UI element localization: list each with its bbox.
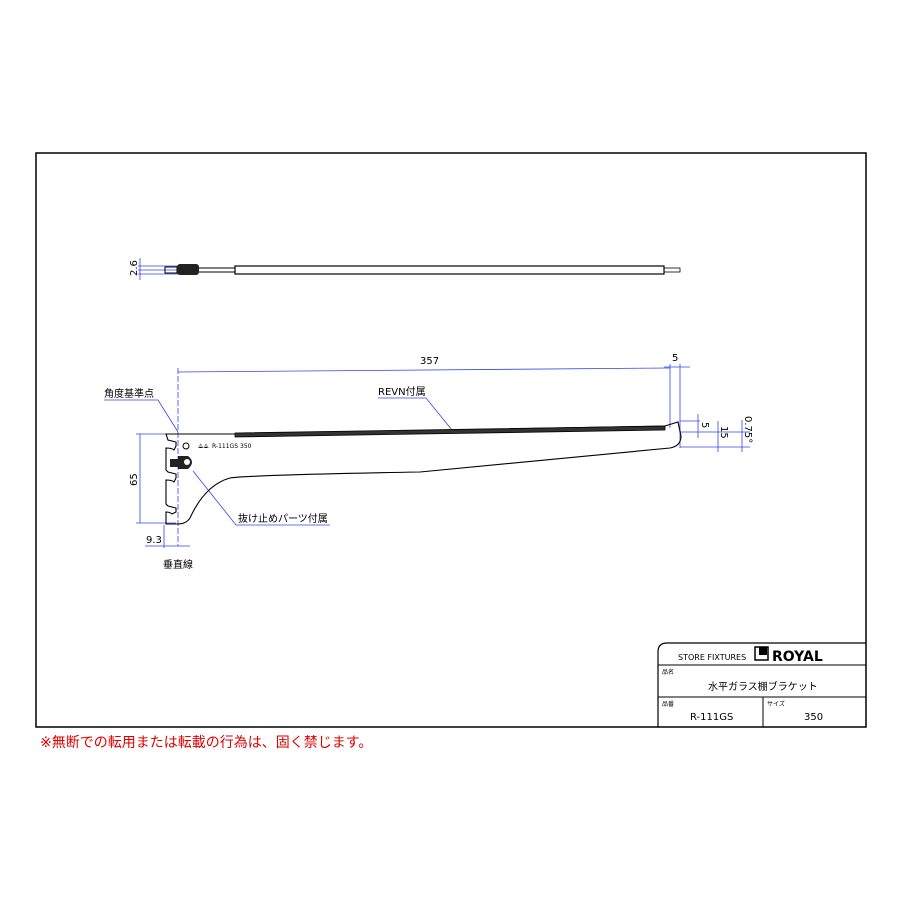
bracket-outline	[165, 421, 682, 525]
vertical-line-label: 垂直線	[163, 558, 193, 571]
part-label: 品番	[662, 701, 674, 708]
royal-logo-text: ROYAL	[772, 649, 823, 665]
revn-rail	[234, 425, 666, 438]
height-dim-label: 65	[129, 473, 140, 486]
stopper-label: 抜け止めパーツ付属	[238, 512, 328, 525]
thickness-dim-label: 2.6	[129, 260, 140, 276]
right-angle-dim: 0.75°	[742, 416, 753, 443]
tip-dim-label: 5	[672, 353, 678, 364]
company-label: STORE FIXTURES	[678, 653, 746, 662]
size-label: サイズ	[767, 700, 785, 708]
copyright-notice: ※無断での転用または転載の行為は、固く禁じます。	[40, 735, 373, 751]
offset-dim-label: 9.3	[146, 535, 162, 546]
stamp-logo: ⟁⟁	[198, 443, 209, 450]
right-dim-a: 5	[699, 422, 710, 428]
revn-label: REVN付属	[378, 385, 426, 398]
part-value: R-111GS	[690, 712, 733, 723]
stamp-size: 350	[240, 443, 252, 450]
drawing-frame	[35, 152, 867, 728]
bracket-top-view	[234, 265, 665, 275]
side-view: 357 5 65 9.3 垂直線 角度基準点 REVN付属 抜け止めパーツ付属 …	[104, 353, 753, 571]
top-view: 2.6	[129, 258, 681, 280]
stamp-model: R-111GS	[212, 443, 238, 450]
title-block: STORE FIXTURES ROYAL 品名 水平ガラス棚ブラケット 品番 R…	[657, 642, 866, 727]
length-dim-label: 357	[420, 356, 439, 367]
name-value: 水平ガラス棚ブラケット	[708, 680, 818, 693]
name-label: 品名	[662, 668, 674, 676]
right-dim-b: 15	[718, 426, 729, 439]
connector-block	[177, 264, 199, 275]
angle-reference-label: 角度基準点	[104, 387, 154, 400]
size-value: 350	[804, 712, 823, 723]
